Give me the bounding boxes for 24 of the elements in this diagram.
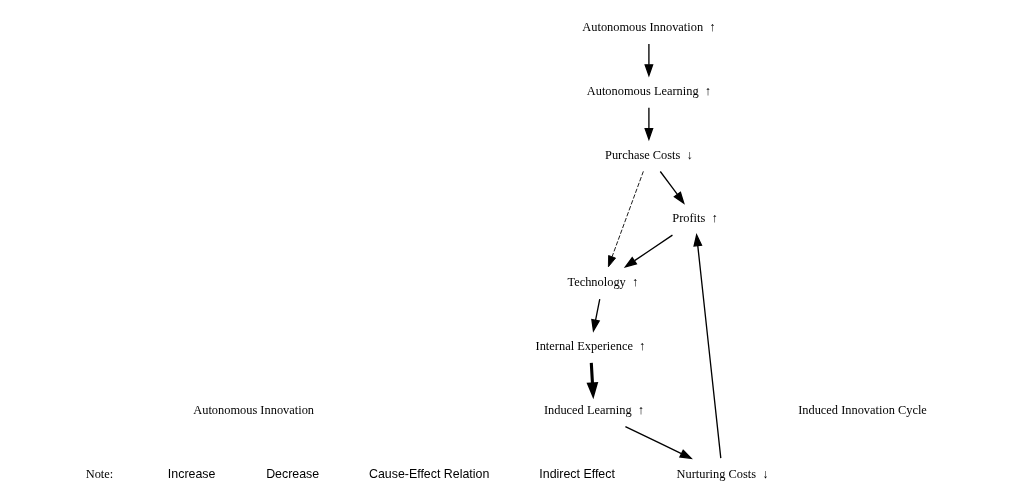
legend-label: Increase [167,466,215,481]
arrow [692,233,721,459]
arrow [623,234,673,268]
legend-label: Cause-Effect Relation [368,466,489,481]
node-text: Profits ↑ [671,211,718,226]
label: Autonomous Innovation [192,402,314,417]
node-text: Internal Experience ↑ [535,338,645,353]
node-text: Autonomous Learning ↑ [586,83,711,98]
arrow [586,362,598,400]
arrow [590,298,600,333]
label: Induced Innovation Cycle [797,402,927,417]
arrow [643,43,654,78]
arrow [607,170,644,268]
arrow [624,425,693,460]
legend-label: Decrease [265,466,319,481]
label: Note: [85,466,113,481]
node-text: Nurturing Costs ↓ [676,466,768,481]
node-text: Purchase Costs ↓ [604,147,693,162]
node-text: Induced Learning ↑ [543,402,644,417]
node-text: Technology ↑ [566,275,638,290]
arrow [643,107,654,142]
arrow [659,170,685,205]
legend-label: Indirect Effect [538,466,615,481]
node-text: Autonomous Innovation ↑ [581,19,716,34]
